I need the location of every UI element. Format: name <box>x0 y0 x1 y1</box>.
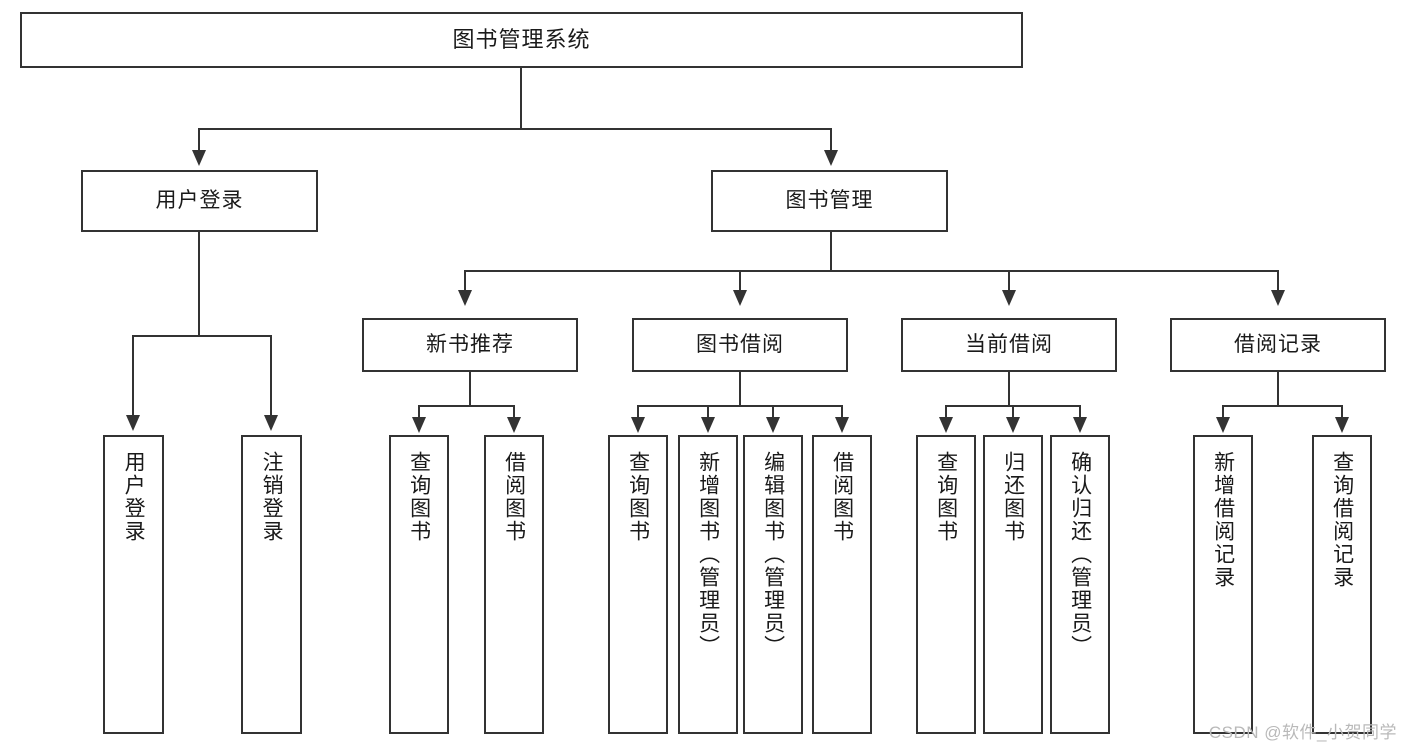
connector-to-borrow-record <box>1277 270 1279 292</box>
node-label: 借阅图书 <box>830 451 854 543</box>
connector-level2-bus <box>198 128 832 130</box>
connector-nbr-leaf-2 <box>513 405 515 419</box>
connector-to-user-login <box>198 128 200 152</box>
leaf-br-query-record[interactable]: 查询借阅记录 <box>1312 435 1372 734</box>
leaf-nbr-query-book[interactable]: 查询图书 <box>389 435 449 734</box>
node-label: 图书管理 <box>785 189 874 213</box>
connector-user-login-stem <box>198 232 200 335</box>
node-label: 图书管理系统 <box>452 26 591 52</box>
arrowhead-book-management <box>824 150 838 166</box>
connector-bb-leaf-1 <box>637 405 639 419</box>
arrowhead-leaf-bb-borrow-book <box>835 417 849 433</box>
connector-to-current-borrow <box>1008 270 1010 292</box>
node-label: 借阅图书 <box>502 451 526 543</box>
connector-to-book-management <box>830 128 832 152</box>
leaf-user-login[interactable]: 用户登录 <box>103 435 164 734</box>
leaf-logout[interactable]: 注销登录 <box>241 435 302 734</box>
node-label: 确认归还（管理员） <box>1068 451 1092 658</box>
leaf-bb-edit-book[interactable]: 编辑图书（管理员） <box>743 435 803 734</box>
connector-br-leaf-1 <box>1222 405 1224 419</box>
node-label: 新增图书（管理员） <box>696 451 720 658</box>
connector-to-book-borrow <box>739 270 741 292</box>
leaf-bb-add-book[interactable]: 新增图书（管理员） <box>678 435 738 734</box>
leaf-cb-confirm-return[interactable]: 确认归还（管理员） <box>1050 435 1110 734</box>
arrowhead-user-login <box>192 150 206 166</box>
connector-cb-leaf-2 <box>1012 405 1014 419</box>
connector-bb-leaf-4 <box>841 405 843 419</box>
connector-new-book-recommend-bus <box>418 405 514 407</box>
arrowhead-leaf-nbr-borrow-book <box>507 417 521 433</box>
arrowhead-leaf-logout <box>264 415 278 431</box>
arrowhead-current-borrow <box>1002 290 1016 306</box>
node-label: 新增借阅记录 <box>1211 451 1235 589</box>
connector-bb-leaf-3 <box>772 405 774 419</box>
arrowhead-leaf-bb-add-book <box>701 417 715 433</box>
connector-br-leaf-2 <box>1341 405 1343 419</box>
node-label: 用户登录 <box>122 451 146 543</box>
arrowhead-new-book-recommend <box>458 290 472 306</box>
connector-borrow-record-bus <box>1222 405 1342 407</box>
connector-book-borrow-bus <box>637 405 842 407</box>
leaf-br-add-record[interactable]: 新增借阅记录 <box>1193 435 1253 734</box>
connector-new-book-recommend-stem <box>469 372 471 405</box>
arrowhead-leaf-nbr-query-book <box>412 417 426 433</box>
node-book-management[interactable]: 图书管理 <box>711 170 948 232</box>
node-label: 当前借阅 <box>965 333 1053 357</box>
connector-user-login-bus <box>132 335 270 337</box>
arrowhead-book-borrow <box>733 290 747 306</box>
connector-book-borrow-stem <box>739 372 741 405</box>
node-label: 归还图书 <box>1001 451 1025 543</box>
arrowhead-leaf-br-add-record <box>1216 417 1230 433</box>
node-label: 编辑图书（管理员） <box>761 451 785 658</box>
connector-cb-leaf-3 <box>1079 405 1081 419</box>
leaf-cb-query-book[interactable]: 查询图书 <box>916 435 976 734</box>
node-label: 查询图书 <box>934 451 958 543</box>
node-label: 借阅记录 <box>1234 333 1322 357</box>
arrowhead-leaf-bb-edit-book <box>766 417 780 433</box>
arrowhead-leaf-bb-query-book <box>631 417 645 433</box>
leaf-nbr-borrow-book[interactable]: 借阅图书 <box>484 435 544 734</box>
leaf-bb-borrow-book[interactable]: 借阅图书 <box>812 435 872 734</box>
arrowhead-leaf-cb-query-book <box>939 417 953 433</box>
connector-nbr-leaf-1 <box>418 405 420 419</box>
connector-cb-leaf-1 <box>945 405 947 419</box>
node-label: 新书推荐 <box>426 333 514 357</box>
connector-borrow-record-stem <box>1277 372 1279 405</box>
connector-bb-leaf-2 <box>707 405 709 419</box>
connector-root-stem <box>520 68 522 128</box>
connector-level3-bus <box>464 270 1278 272</box>
node-user-login[interactable]: 用户登录 <box>81 170 318 232</box>
node-borrow-record[interactable]: 借阅记录 <box>1170 318 1386 372</box>
arrowhead-leaf-cb-return-book <box>1006 417 1020 433</box>
node-new-book-recommend[interactable]: 新书推荐 <box>362 318 578 372</box>
node-label: 查询借阅记录 <box>1330 451 1354 589</box>
arrowhead-leaf-user-login <box>126 415 140 431</box>
leaf-bb-query-book[interactable]: 查询图书 <box>608 435 668 734</box>
connector-current-borrow-stem <box>1008 372 1010 405</box>
arrowhead-leaf-cb-confirm-return <box>1073 417 1087 433</box>
leaf-cb-return-book[interactable]: 归还图书 <box>983 435 1043 734</box>
node-book-borrow[interactable]: 图书借阅 <box>632 318 848 372</box>
node-label: 注销登录 <box>260 451 284 543</box>
connector-to-new-book-recommend <box>464 270 466 292</box>
node-label: 查询图书 <box>407 451 431 543</box>
arrowhead-borrow-record <box>1271 290 1285 306</box>
node-label: 查询图书 <box>626 451 650 543</box>
node-label: 用户登录 <box>155 189 244 213</box>
watermark-text: CSDN @软件_小贺同学 <box>1208 723 1397 742</box>
connector-book-management-stem <box>830 232 832 270</box>
arrowhead-leaf-br-query-record <box>1335 417 1349 433</box>
node-label: 图书借阅 <box>696 333 784 357</box>
connector-user-login-leaf-1 <box>132 335 134 417</box>
node-root-book-management-system[interactable]: 图书管理系统 <box>20 12 1023 68</box>
connector-user-login-leaf-2 <box>270 335 272 417</box>
node-current-borrow[interactable]: 当前借阅 <box>901 318 1117 372</box>
